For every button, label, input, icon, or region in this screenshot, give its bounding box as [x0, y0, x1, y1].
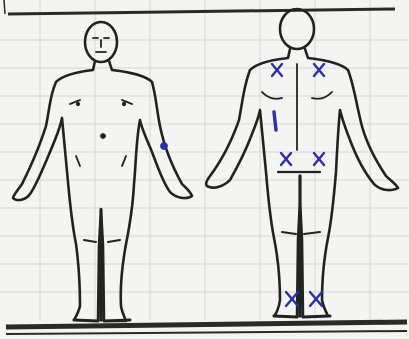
- mark-dot-left-forearm: [161, 143, 168, 150]
- back-view-figure: [206, 9, 398, 317]
- back-head: [280, 9, 314, 49]
- mark-x-left-heel: [310, 292, 322, 306]
- mark-x-right-shoulder-blade: [272, 64, 282, 76]
- front-torso-details: [70, 100, 132, 166]
- mark-line-lower-back: [274, 112, 276, 130]
- back-feet: [274, 316, 330, 317]
- front-pen-marks: [161, 143, 168, 150]
- mark-x-right-buttock: [281, 153, 291, 165]
- back-body-outline: [206, 49, 398, 317]
- background-grid: [0, 0, 409, 320]
